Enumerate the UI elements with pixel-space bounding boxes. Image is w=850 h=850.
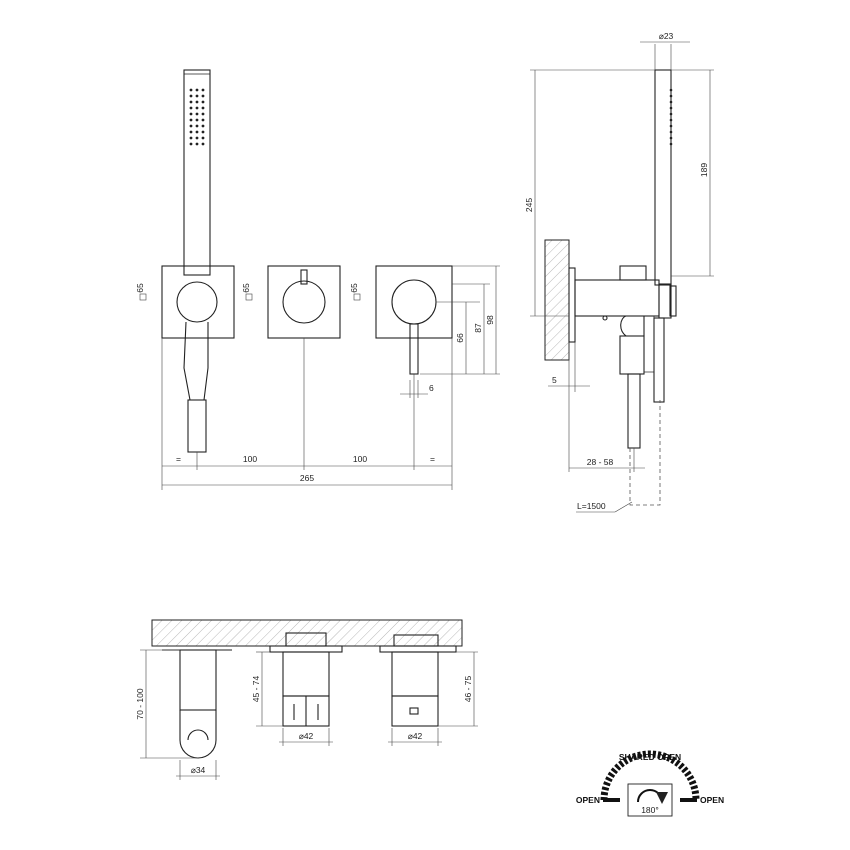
wall-offset-label: 5 (552, 375, 557, 385)
top-view: 70 - 100 ⌀34 45 - 74 ⌀42 (135, 619, 478, 780)
eq-left-label: = (176, 454, 181, 464)
eq-right-label: = (430, 454, 435, 464)
lever-width-label: 6 (429, 383, 434, 393)
spacing-left-label: 100 (243, 454, 257, 464)
top-holder: 70 - 100 ⌀34 (135, 649, 220, 780)
plate-right-size-label: 65 (349, 283, 359, 293)
lever-width-dim: 6 (400, 380, 434, 398)
plate-mid-size-label: 65 (241, 283, 251, 293)
rotate-arrow-icon (637, 789, 668, 804)
front-vertical-dims: 66 87 98 (420, 265, 500, 375)
angle-label: 180° (641, 805, 659, 815)
lever-height-66-label: 66 (455, 333, 465, 343)
mixer-plate: 65 (349, 265, 453, 375)
wall-section (544, 239, 570, 361)
installation-depth-label: 28 - 58 (587, 457, 614, 467)
top-diverter: 45 - 74 ⌀42 (251, 632, 343, 746)
top-mixer: 46 - 75 ⌀42 (379, 634, 478, 746)
plate-height-98-label: 98 (485, 315, 495, 325)
plate-left-size-label: 65 (135, 283, 145, 293)
total-width-label: 265 (300, 473, 314, 483)
handshower-length-label: 189 (699, 163, 709, 177)
mixer-projection-label: 46 - 75 (463, 675, 473, 702)
spacing-right-label: 100 (353, 454, 367, 464)
open-left-label: OPEN (576, 795, 600, 805)
diameter-top-label: ⌀23 (659, 31, 674, 41)
front-view: 65 65 65 66 87 98 (135, 69, 500, 490)
side-nozzles (669, 88, 673, 146)
total-height-label: 245 (524, 198, 534, 212)
diverter-diameter-label: ⌀42 (299, 731, 314, 741)
hose-length-label: L=1500 (577, 501, 606, 511)
holder-projection-label: 70 - 100 (135, 688, 145, 719)
rotation-icon: SHARED OPEN OPEN OPEN 180° (576, 750, 724, 817)
diverter-projection-label: 45 - 74 (251, 675, 261, 702)
front-horizontal-dims: = 100 100 = 265 (161, 338, 453, 490)
side-view: ⌀23 189 245 5 28 - 58 L=1500 (524, 31, 714, 513)
mixer-diameter-label: ⌀42 (408, 731, 423, 741)
lever-height-87-label: 87 (473, 323, 483, 333)
spray-nozzles (189, 88, 205, 146)
holder-diameter-label: ⌀34 (191, 765, 206, 775)
open-right-label: OPEN (700, 795, 724, 805)
handshower-holder-plate: 65 (135, 69, 235, 453)
diverter-plate: 65 (241, 265, 341, 339)
